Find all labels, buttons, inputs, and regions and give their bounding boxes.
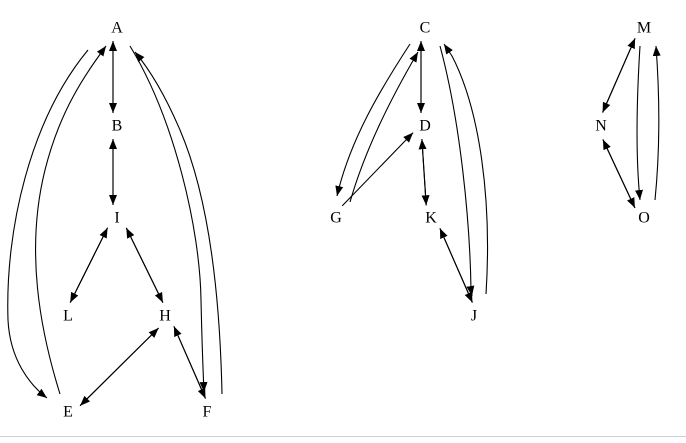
edge-h-to-i <box>125 227 164 303</box>
node-m: M <box>637 20 651 37</box>
edge-j-to-k <box>439 228 473 303</box>
node-e: E <box>63 404 73 421</box>
node-n: N <box>595 118 607 135</box>
edge-a-to-f <box>129 45 208 393</box>
bottom-divider <box>0 436 686 437</box>
edge-c-to-j <box>439 45 475 297</box>
edge-a-to-e <box>7 49 89 399</box>
node-k: K <box>425 210 437 227</box>
node-j: J <box>471 308 477 325</box>
edge-l-to-i <box>69 227 109 303</box>
edge-n-to-m <box>602 38 636 113</box>
node-d: D <box>419 118 431 135</box>
edge-o-to-m <box>652 45 661 201</box>
node-l: L <box>63 308 73 325</box>
node-o: O <box>638 210 650 227</box>
nodes-layer: A B I L H E F C D G K J M N O <box>63 20 651 421</box>
edges-layer <box>7 38 661 407</box>
node-c: C <box>420 20 431 37</box>
edge-c-to-g <box>335 43 411 197</box>
edge-f-to-h <box>173 326 207 399</box>
edge-g-to-c <box>349 51 419 203</box>
node-a: A <box>111 20 123 37</box>
node-b: B <box>112 118 123 135</box>
node-f: F <box>203 404 212 421</box>
edge-f-to-a <box>134 51 223 395</box>
edge-g-to-d <box>341 132 414 207</box>
edge-j-to-c <box>443 43 489 295</box>
edge-e-to-a <box>35 45 107 395</box>
edge-e-to-h <box>79 327 159 407</box>
node-g: G <box>330 210 342 227</box>
edge-m-to-o <box>635 45 643 201</box>
node-i: I <box>114 210 119 227</box>
node-h: H <box>159 308 171 325</box>
edge-k-to-d <box>418 139 427 206</box>
edge-o-to-n <box>602 139 636 209</box>
